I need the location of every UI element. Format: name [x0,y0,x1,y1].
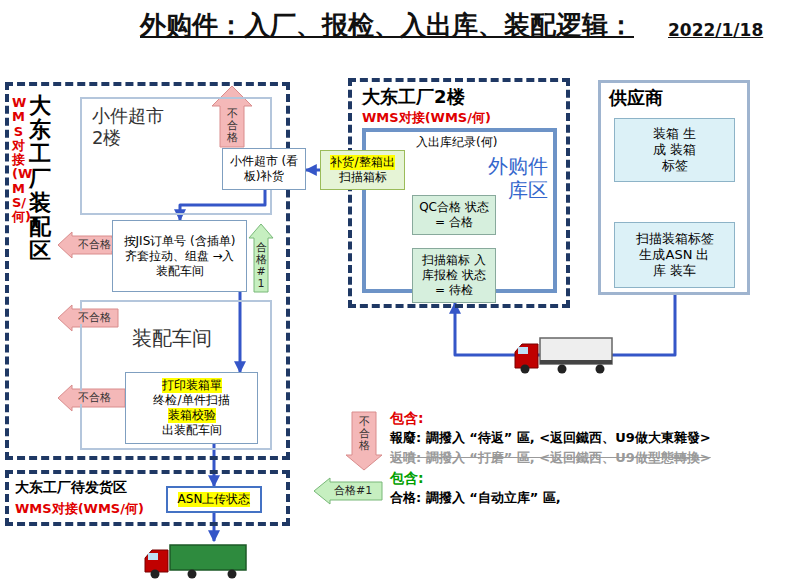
reject-tag: 不合格 [77,238,112,251]
region-frame: 装箱 生成 装箱标签扫描装箱标签 生成ASN 出库 装车 供应商 [598,80,750,295]
region-frame: ASN上传状态 大东工厂待发货区 WMS对接(WMS/何) [5,470,290,526]
note-heading: 包含: [390,410,424,427]
node-text: 大东工厂待发货区 [15,479,127,496]
process-box: 装箱 生成 装箱标签 [614,118,735,182]
reject-arrow [58,305,118,331]
truck-wheel [521,365,530,374]
node-text: WMS对接(WMS/何) [362,110,491,126]
node-text: QC合格 状态 = 合格 [417,200,491,230]
truck [515,338,612,374]
reject-arrow [58,385,125,411]
reject-tag: 不合格 [77,391,112,404]
note-line: 報廢: 調撥入 “待返” 區, <返回鐵西、U9做大東雜發> [390,430,711,446]
date: 2022/1/18 [668,20,763,40]
truck-window [148,553,158,560]
process-box: 打印装箱單终检/单件扫描装箱校验出装配车间 [125,372,258,444]
node-text: 扫描装箱标签 生成ASN 出库 装车 [635,231,715,280]
truck-wheel [558,365,567,374]
note-heading: 包含: [390,470,424,487]
reject-tag: 不合格 [77,311,112,324]
region-frame: QC合格 状态 = 合格扫描箱标 入库报检 状态 = 待检 入出库纪录(何) 外购件… [348,78,570,308]
node-text: ASN上传状态 [178,492,251,507]
node-text: 外购件 库区 [482,154,548,202]
pass-arrow [249,224,273,292]
process-box: 补货/整箱出扫描箱标 [320,150,405,190]
node-text: 装配车间 [132,326,212,350]
reject-arrow [346,412,382,470]
truck-wheel [188,570,197,579]
reject-tag: 不合格 [227,108,238,144]
node-text: 打印装箱單 [162,378,222,393]
node-text: 装箱校验 [168,408,216,423]
flow-arrow [306,169,320,172]
title: 外购件：入厂、报检、入出库、装配逻辑： [140,10,634,41]
pass-arrow [314,478,382,504]
flow-arrow [213,444,216,486]
truck-trailer [540,338,612,364]
dispatch-arrow [213,513,216,541]
process-box: 按JIS订单号 (含插单) 齐套拉动、组盘 →入装配车间 [112,220,247,292]
truck-wheel [228,570,237,579]
process-box: 扫描箱标 入库报检 状态 = 待检 [412,248,496,303]
node-text: 扫描箱标 [339,170,387,185]
node-text: 大东工厂装配区 [29,94,51,263]
process-box: 扫描装箱标签 生成ASN 出库 装车 [614,222,735,288]
node-text: WMS对接(WMS/何) [12,96,25,225]
reject-arrow [58,232,112,258]
node-text: 供应商 [609,87,663,109]
node-text: 小件超市 2楼 [92,105,172,148]
node-text: 入出库纪录(何) [416,135,497,149]
truck-cab [145,550,168,572]
pass-tag: 合格#1 [334,484,372,497]
node-text: 补货/整箱出 [330,155,394,170]
node-text: 按JIS订单号 (含插单) 齐套拉动、组盘 →入装配车间 [124,234,236,279]
reject-arrow [212,86,252,147]
process-box: ASN上传状态 [166,486,262,513]
reject-tag: 不合格 [359,416,370,452]
note-line: 返噴: 調撥入 “打磨” 區, <返回鐵西、U9做型態轉換> [390,450,711,466]
truck [145,545,246,579]
truck-cab [515,344,538,368]
node-text: WMS对接(WMS/何) [15,501,144,517]
flow-arrow [239,292,242,372]
truck-chassis [540,360,612,364]
flow-arrow [180,190,265,220]
truck-wheel [596,365,605,374]
note-line: 合格: 調撥入 “自动立库” 區, [390,490,561,506]
process-box: QC合格 状态 = 合格 [412,195,496,235]
node-text: 出装配车间 [162,423,222,438]
truck-window [518,347,528,354]
node-text: 扫描箱标 入库报检 状态 = 待检 [417,253,491,298]
truck-wheel [151,570,160,579]
truck-trailer [170,545,246,570]
region-frame: 小件超市 2楼小件超市 (看板)补货按JIS订单号 (含插单) 齐套拉动、组盘 … [5,82,290,460]
node-text: 装箱 生成 装箱标签 [648,126,702,175]
node-text: 终检/单件扫描 [153,393,229,408]
node-text: 小件超市 (看板)补货 [228,154,300,184]
pass-tag: 合格#1 [256,242,267,290]
process-box: 小件超市 (看板)补货 [222,148,306,190]
node-text: 大东工厂2楼 [362,86,465,108]
